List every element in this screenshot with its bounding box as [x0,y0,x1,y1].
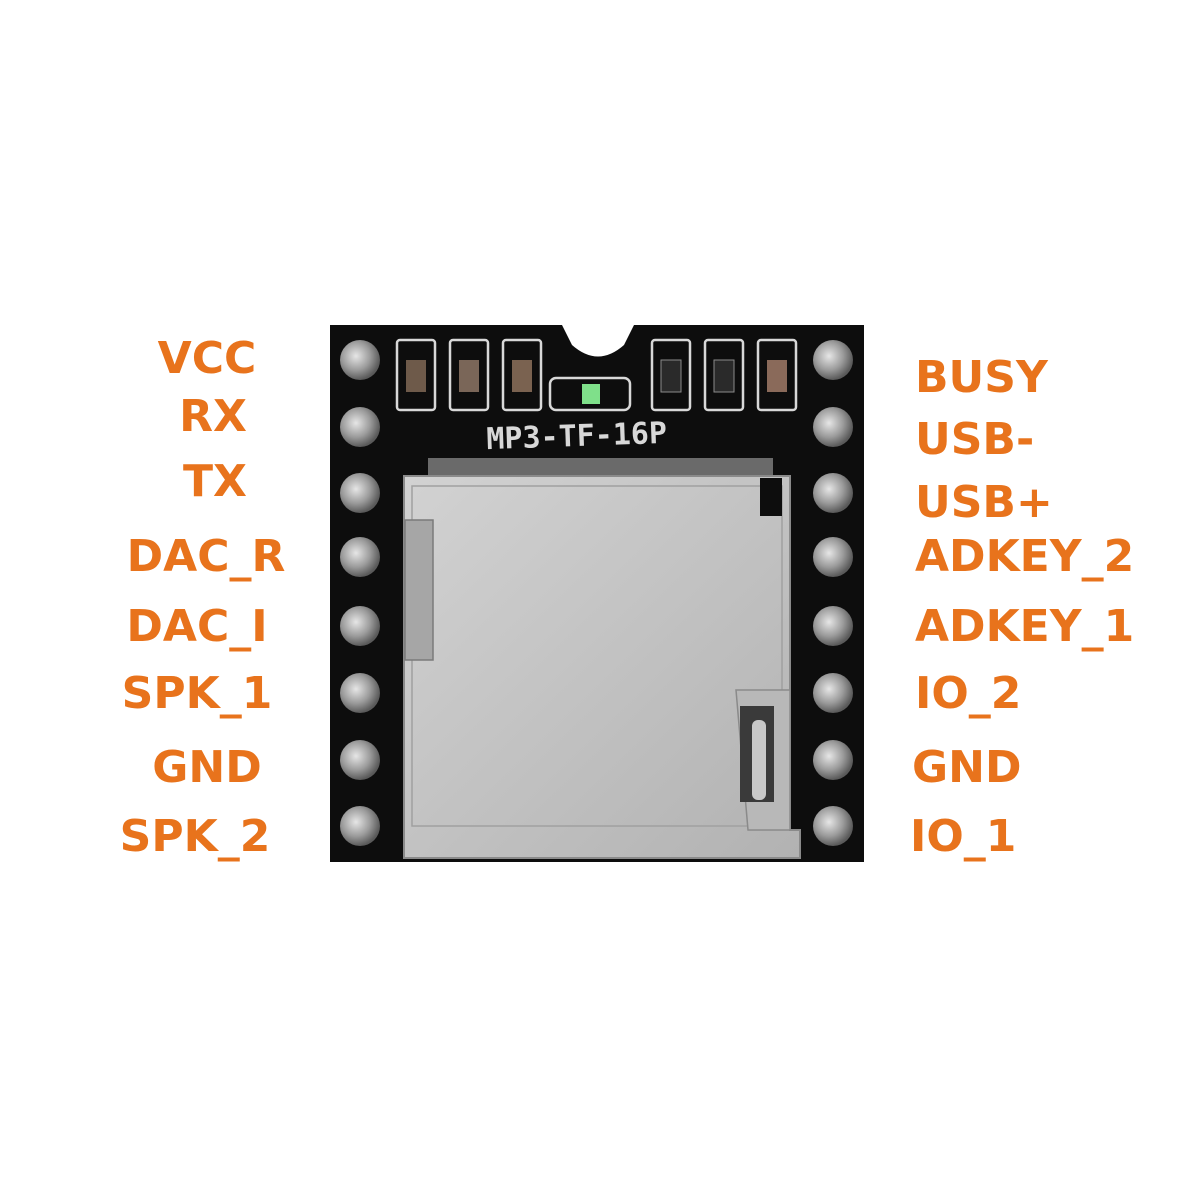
pin-label-usb-plus: USB+ [915,477,1053,528]
pin-label-adkey-1: ADKEY_1 [915,601,1135,652]
pin-label-tx: TX [183,456,247,507]
pin-label-io-2: IO_2 [915,668,1022,719]
pin-label-gnd-left: GND [152,742,262,793]
status-led [548,376,632,412]
pin-label-busy: BUSY [915,352,1048,403]
pin-label-dac-i: DAC_I [126,601,268,652]
pin-label-io-1: IO_1 [910,811,1017,862]
silkscreen-label: MP3-TF-16P [486,416,668,457]
tf-card-slot [403,475,801,859]
pin-label-rx: RX [179,391,247,442]
pin-label-spk-2: SPK_2 [119,811,271,862]
smd-components [395,338,798,412]
pin-label-gnd-right: GND [912,742,1022,793]
card-slot-contacts [428,458,773,480]
left-header-pins [340,340,380,846]
pin-label-adkey-2: ADKEY_2 [915,531,1135,582]
pin-label-usb-minus: USB- [915,414,1035,465]
right-header-pins [813,340,853,846]
smd-parts [406,359,787,393]
pin-label-spk-1: SPK_1 [121,668,273,719]
pin-label-dac-r: DAC_R [126,531,286,582]
pin-label-vcc: VCC [157,333,257,384]
